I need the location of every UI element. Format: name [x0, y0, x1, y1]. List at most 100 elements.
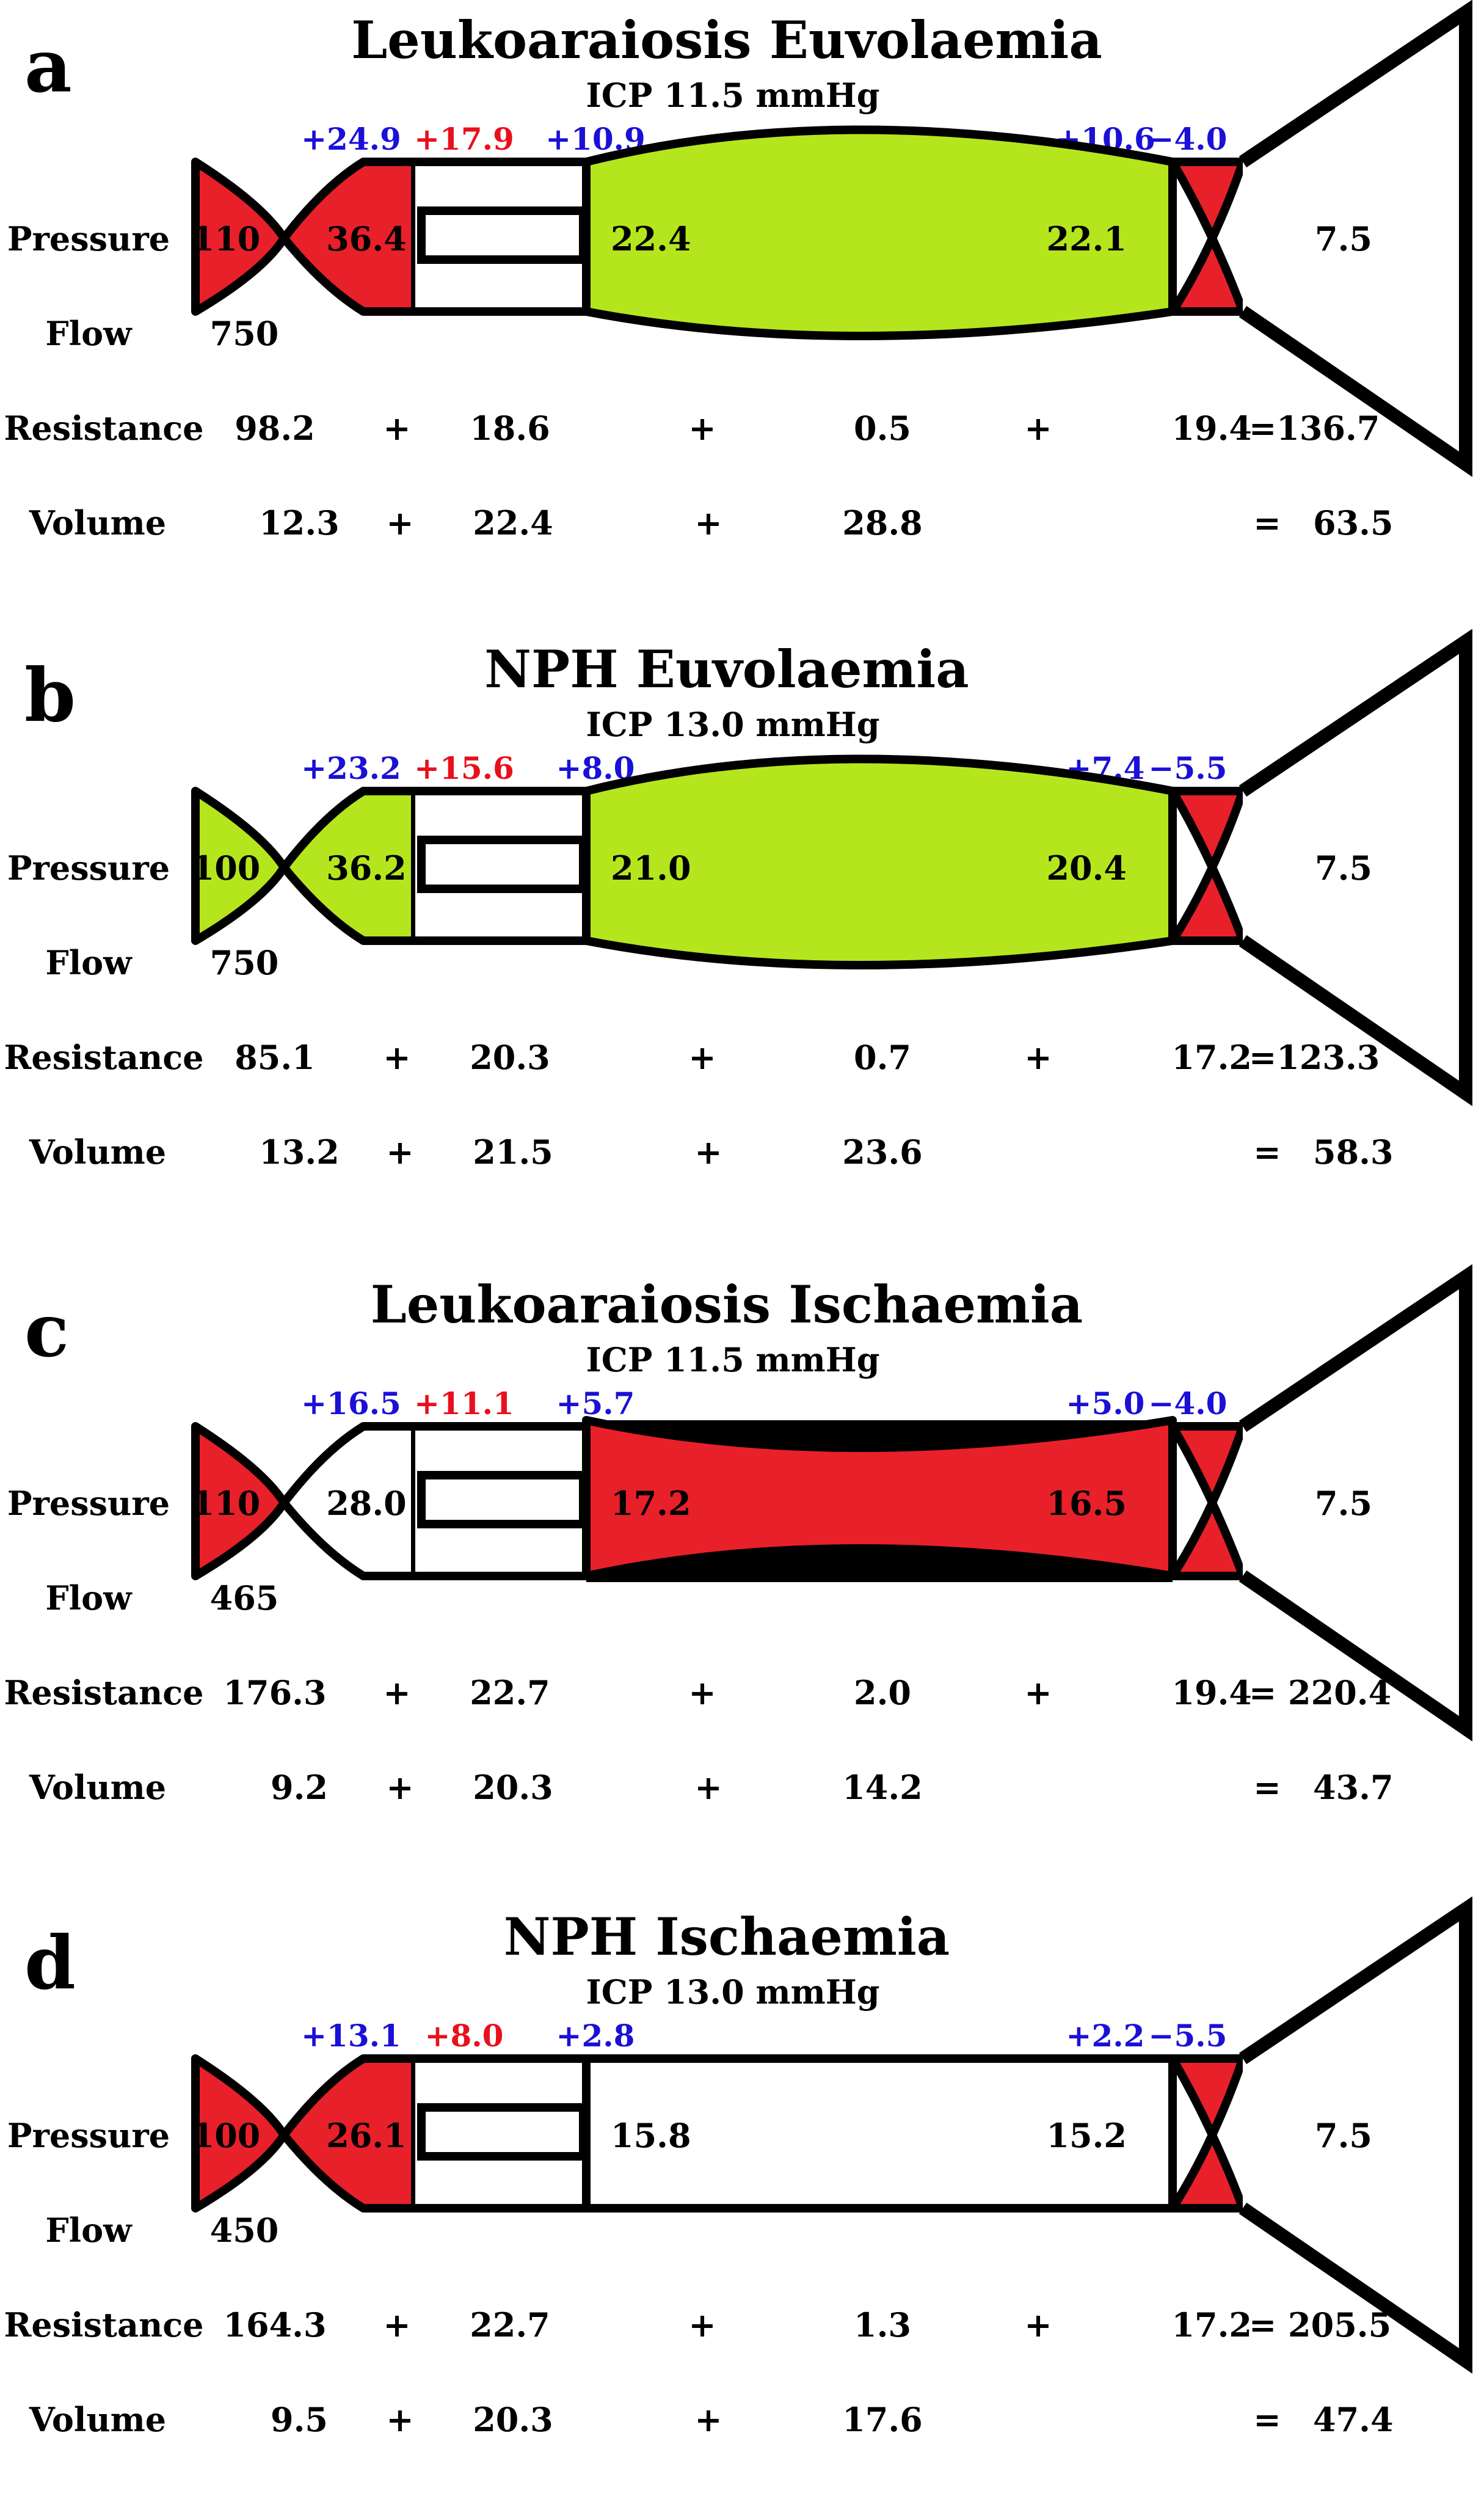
resistance-term: 18.6 — [470, 409, 550, 448]
volume-term: 9.2 — [271, 1768, 328, 1807]
resistance-term: =123.3 — [1249, 1038, 1380, 1077]
volume-term: + — [386, 2400, 413, 2439]
volume-term: + — [694, 1768, 722, 1807]
pressure-drop-label: +11.1 — [414, 1385, 514, 1421]
pressure-value: 26.1 — [326, 2116, 407, 2155]
pressure-drop-label: +5.7 — [556, 1385, 635, 1421]
row-label-resistance: Resistance — [4, 2305, 204, 2344]
row-label-volume: Volume — [29, 1133, 166, 1172]
panel-title: Leukoaraiosis Euvolaemia — [351, 10, 1102, 70]
volume-term: 13.2 — [259, 1133, 340, 1172]
resistance-term: + — [383, 1038, 410, 1077]
resistance-term: 17.2 — [1171, 1038, 1252, 1077]
resistance-term: + — [383, 1673, 410, 1712]
panel-letter: d — [24, 1920, 76, 2006]
resistance-term: + — [688, 1673, 716, 1712]
row-label-pressure: Pressure — [7, 2116, 170, 2155]
pressure-value: 7.5 — [1315, 219, 1372, 258]
pressure-drop-label: −4.0 — [1149, 1385, 1228, 1421]
flow-value: 450 — [210, 2211, 279, 2250]
resistance-term: + — [383, 2305, 410, 2344]
pressure-drop-label: +5.0 — [1066, 1385, 1145, 1421]
volume-term: 21.5 — [473, 1133, 553, 1172]
pressure-value: 16.5 — [1046, 1484, 1127, 1523]
vessel-shape — [191, 1264, 1472, 1742]
volume-term: 22.4 — [473, 503, 553, 542]
resistance-term: 2.0 — [854, 1673, 911, 1712]
venous-sinus-funnel — [1238, 1264, 1472, 1742]
row-label-pressure: Pressure — [7, 848, 170, 888]
volume-term: + — [694, 503, 722, 542]
pressure-drop-label: +17.9 — [414, 121, 514, 157]
volume-term: 17.6 — [842, 2400, 923, 2439]
outflow-constriction — [1168, 787, 1247, 945]
resistance-term: 20.3 — [470, 1038, 550, 1077]
flow-value: 750 — [210, 314, 279, 353]
resistance-term: + — [1024, 1038, 1052, 1077]
pressure-value: 20.4 — [1046, 848, 1127, 888]
volume-term: 23.6 — [842, 1133, 923, 1172]
capillary-box — [417, 206, 587, 264]
row-label-resistance: Resistance — [4, 1038, 204, 1077]
resistance-term: + — [383, 409, 410, 448]
panel-title: NPH Euvolaemia — [484, 639, 969, 699]
volume-term: + — [694, 1133, 722, 1172]
row-label-resistance: Resistance — [4, 409, 204, 448]
volume-term: 9.5 — [271, 2400, 328, 2439]
pressure-drop-label: +16.5 — [301, 1385, 401, 1421]
vessel-shape — [191, 0, 1472, 477]
pressure-drop-label: +23.2 — [301, 750, 401, 786]
pressure-value: 100 — [192, 2116, 261, 2155]
capillary-box — [417, 836, 587, 893]
resistance-term: + — [1024, 1673, 1052, 1712]
panel-title: NPH Ischaemia — [504, 1906, 950, 1967]
resistance-term: 17.2 — [1171, 2305, 1252, 2344]
row-label-volume: Volume — [29, 2400, 166, 2439]
icp-label: ICP 13.0 mmHg — [586, 705, 879, 744]
panel-letter: c — [24, 1288, 69, 1374]
venous-sinus-funnel — [1238, 1896, 1472, 2374]
volume-term: 47.4 — [1313, 2400, 1394, 2439]
volume-term: + — [694, 2400, 722, 2439]
row-label-flow: Flow — [45, 314, 133, 353]
outflow-constriction — [1168, 1422, 1247, 1580]
pressure-value: 7.5 — [1315, 848, 1372, 888]
pressure-value: 21.0 — [611, 848, 691, 888]
icp-label: ICP 11.5 mmHg — [586, 1340, 879, 1379]
volume-term: = — [1253, 2400, 1281, 2439]
pressure-value: 17.2 — [611, 1484, 691, 1523]
resistance-term: 176.3 — [223, 1673, 326, 1712]
pressure-value: 110 — [192, 1484, 261, 1523]
venous-sinus-funnel — [1238, 0, 1472, 477]
resistance-term: 0.7 — [854, 1038, 911, 1077]
resistance-term: + — [688, 1038, 716, 1077]
pressure-value: 15.8 — [611, 2116, 691, 2155]
resistance-term: + — [688, 2305, 716, 2344]
pressure-value: 15.2 — [1046, 2116, 1127, 2155]
volume-term: 14.2 — [842, 1768, 923, 1807]
flow-value: 465 — [210, 1578, 279, 1618]
volume-term: 58.3 — [1313, 1133, 1394, 1172]
volume-term: 20.3 — [473, 1768, 553, 1807]
row-label-resistance: Resistance — [4, 1673, 204, 1712]
pressure-value: 28.0 — [326, 1484, 407, 1523]
pressure-value: 7.5 — [1315, 2116, 1372, 2155]
resistance-term: = 220.4 — [1249, 1673, 1391, 1712]
pressure-drop-label: +15.6 — [414, 750, 514, 786]
pressure-value: 36.4 — [326, 219, 407, 258]
pressure-drop-label: +24.9 — [301, 121, 401, 157]
resistance-term: + — [1024, 409, 1052, 448]
row-label-flow: Flow — [45, 2211, 133, 2250]
icp-label: ICP 13.0 mmHg — [586, 1972, 879, 2012]
resistance-term: = 205.5 — [1249, 2305, 1391, 2344]
resistance-term: 19.4 — [1171, 1673, 1252, 1712]
resistance-term: 19.4 — [1171, 409, 1252, 448]
resistance-term: 164.3 — [223, 2305, 326, 2344]
volume-term: 28.8 — [842, 503, 923, 542]
vessel-shape — [191, 629, 1472, 1106]
pressure-value: 36.2 — [326, 848, 407, 888]
row-label-volume: Volume — [29, 1768, 166, 1807]
